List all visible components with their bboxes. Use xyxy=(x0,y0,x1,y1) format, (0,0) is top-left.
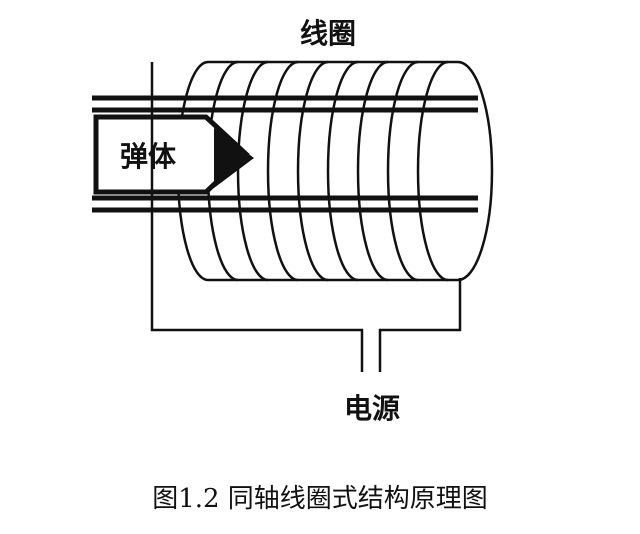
coil-winding xyxy=(356,60,389,282)
projectile xyxy=(93,114,254,195)
barrel-tube xyxy=(92,95,478,213)
coil-front-end-ellipse xyxy=(457,60,494,282)
coil-winding xyxy=(266,60,299,282)
coil-winding xyxy=(326,60,359,282)
coil-windings xyxy=(206,60,449,282)
left-lead-wire xyxy=(150,62,364,372)
coil-winding xyxy=(296,60,329,282)
coil-winding xyxy=(236,60,269,282)
coil-winding xyxy=(416,60,449,282)
projectile-tip xyxy=(214,128,254,188)
projectile-label: 弹体 xyxy=(120,140,177,173)
power-source-label: 电源 xyxy=(344,392,400,425)
coil-label: 线圈 xyxy=(300,17,356,50)
lead-wires xyxy=(150,62,462,372)
right-lead-wire xyxy=(378,278,462,372)
figure-caption: 图1.2 同轴线圈式结构原理图 xyxy=(152,484,488,514)
coil-winding xyxy=(386,60,419,282)
